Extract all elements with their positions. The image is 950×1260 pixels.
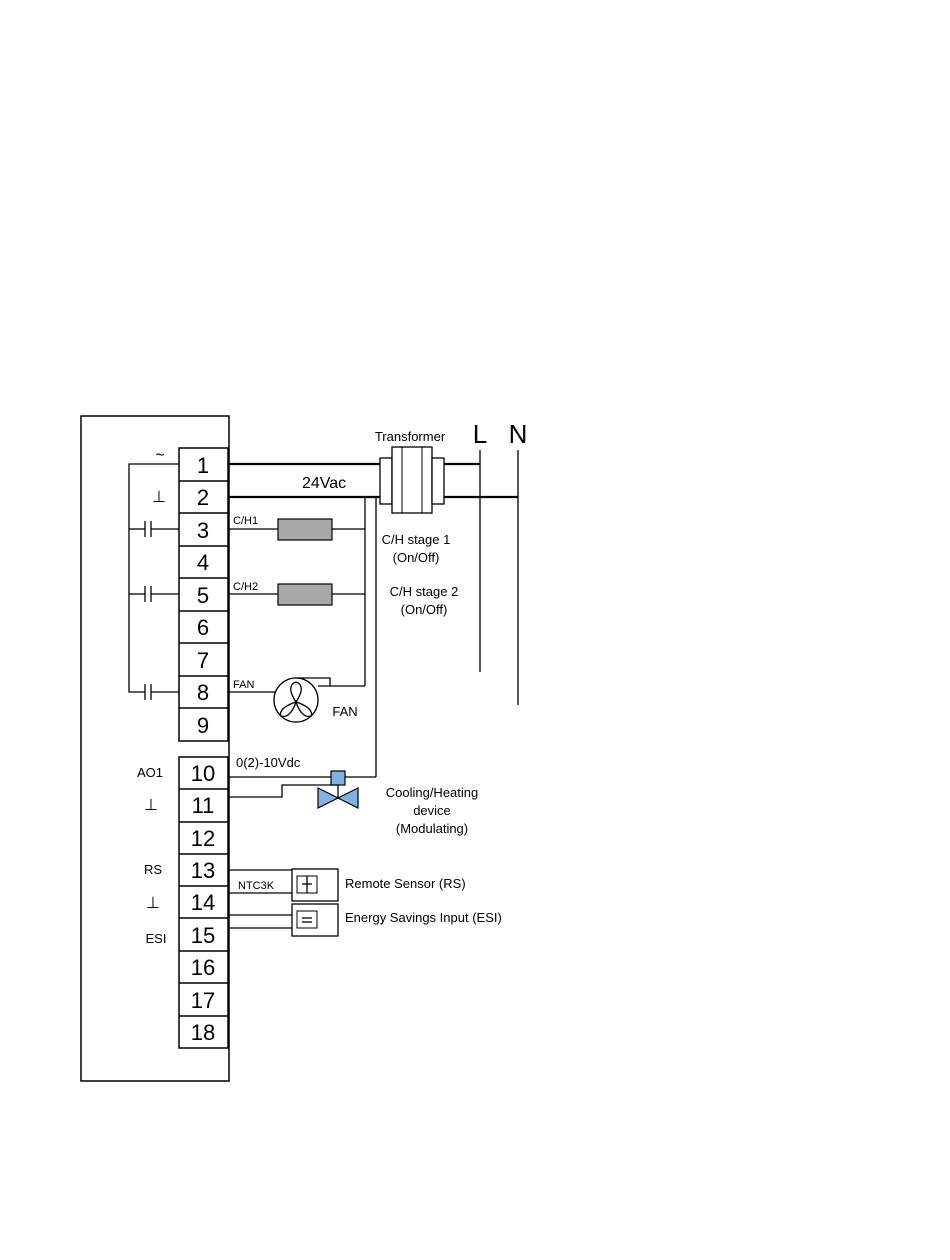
terminal-5: 5 [197,583,209,608]
terminal-4: 4 [197,550,209,575]
ac-symbol: ~ [155,447,164,464]
terminal-1: 1 [197,453,209,478]
terminal-7: 7 [197,648,209,673]
fan-tag: FAN [233,679,254,691]
esi-contact-icon [297,911,317,928]
valve-label-1: Cooling/Heating [386,785,479,800]
terminal-12: 12 [191,826,215,851]
ntc-label: NTC3K [238,880,275,892]
ch1-tag: C/H1 [233,515,258,527]
ch-stage1-mode: (On/Off) [393,550,440,565]
terminal-6: 6 [197,615,209,640]
terminal-16: 16 [191,955,215,980]
ch-stage2-mode: (On/Off) [401,602,448,617]
terminal-18: 18 [191,1020,215,1045]
remote-sensor-label: Remote Sensor (RS) [345,876,466,891]
ground-symbol-11: ⊥ [144,797,158,814]
terminal-15: 15 [191,923,215,948]
valve-label-2: device [413,803,451,818]
terminal-8: 8 [197,680,209,705]
esi-label: Energy Savings Input (ESI) [345,910,502,925]
terminal-2: 2 [197,485,209,510]
terminal-11: 11 [192,793,215,818]
line-l-label: L [473,419,487,449]
ground-symbol-2: ⊥ [152,489,166,506]
label-rs: RS [144,862,162,877]
terminal-13: 13 [191,858,215,883]
ground-symbol-14: ⊥ [146,895,160,912]
label-ao1: AO1 [137,765,163,780]
analog-signal-label: 0(2)-10Vdc [236,755,301,770]
terminal-9: 9 [197,713,209,738]
ch-stage2-label: C/H stage 2 [390,584,459,599]
transformer [380,447,518,513]
transformer-label: Transformer [375,429,446,444]
terminal-14: 14 [191,890,215,915]
sensor-icon [297,876,317,893]
terminal-3: 3 [197,518,209,543]
ch-stage1-label: C/H stage 1 [382,532,451,547]
terminal-17: 17 [191,988,215,1013]
label-esi: ESI [146,931,167,946]
supply-voltage-label: 24Vac [302,475,346,492]
terminal-10: 10 [191,761,215,786]
ch1-relay-coil [278,519,332,540]
ch2-tag: C/H2 [233,581,258,593]
fan-label: FAN [332,704,357,719]
ch2-relay-coil [278,584,332,605]
fan-icon [274,678,330,722]
line-n-label: N [509,419,528,449]
valve-label-3: (Modulating) [396,821,468,836]
